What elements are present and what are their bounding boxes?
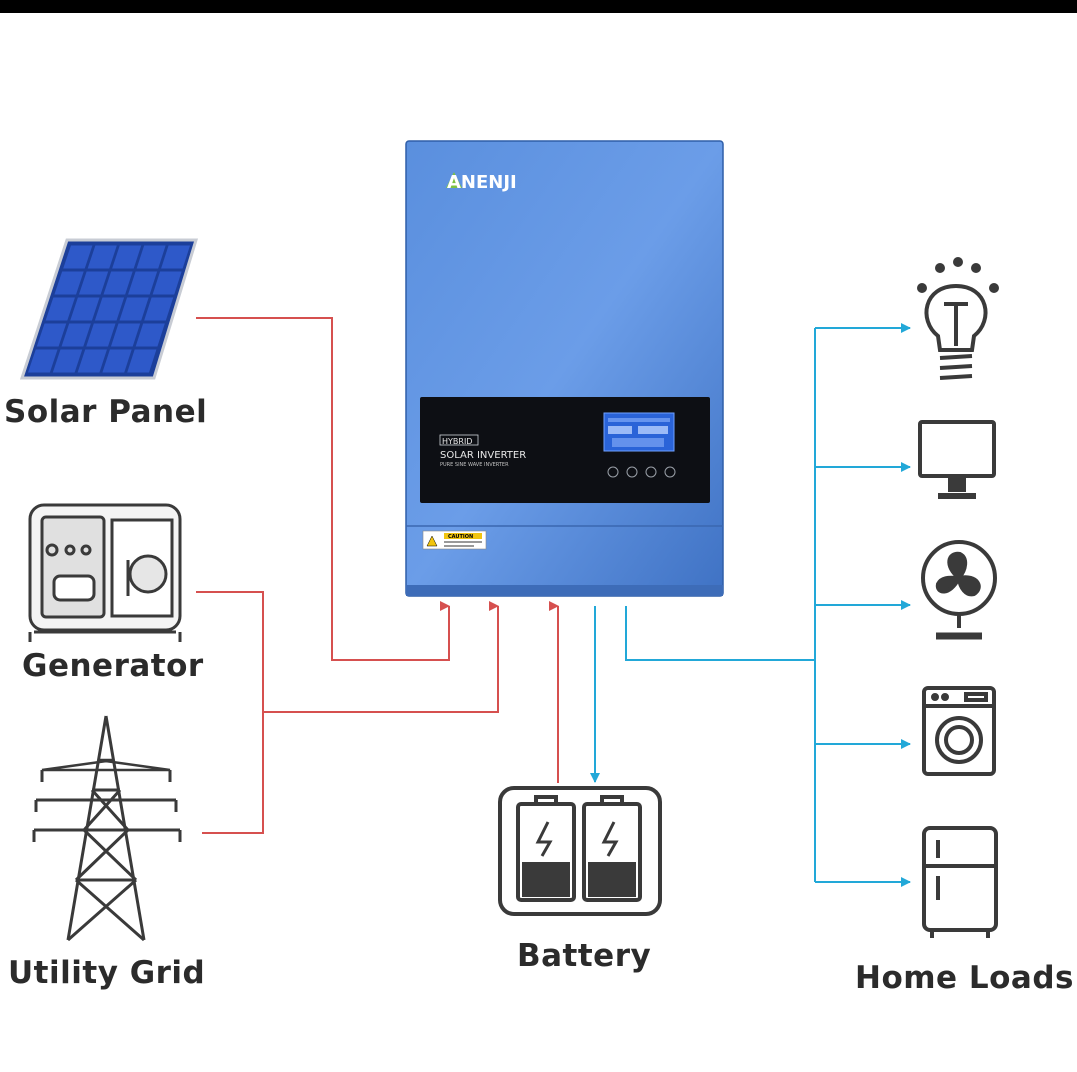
top-bar <box>0 0 1077 13</box>
solar-cell <box>52 349 83 373</box>
battery-label: Battery <box>517 938 652 974</box>
washing-machine-icon <box>922 686 996 776</box>
panel-button-4[interactable] <box>664 466 676 478</box>
solar-cell <box>77 349 107 373</box>
solar-cell <box>119 297 149 321</box>
solar-cell <box>54 271 84 295</box>
solar-cell <box>45 297 75 321</box>
solar-cell <box>136 245 166 269</box>
solar-cell <box>110 323 141 347</box>
solar-cell <box>127 349 157 373</box>
output-lines <box>590 323 911 887</box>
monitor-icon <box>918 420 996 499</box>
solar-cell <box>135 323 165 347</box>
panel-button-3[interactable] <box>645 466 657 478</box>
panel-button-1[interactable] <box>607 466 619 478</box>
caution-text: CAUTION <box>448 534 473 540</box>
battery-icon <box>498 786 662 916</box>
solar-cell <box>78 271 109 295</box>
solar-cell <box>144 297 174 321</box>
panel-buttons <box>607 466 676 478</box>
solar-cell <box>61 323 91 347</box>
solar-cell <box>63 245 93 269</box>
panel-title-solar-inverter: SOLAR INVERTER <box>440 450 526 461</box>
generator-line <box>196 591 264 834</box>
panel-button-2[interactable] <box>626 466 638 478</box>
panel-title-hybrid: HYBRID <box>442 437 472 446</box>
light-bulb-icon <box>917 257 999 380</box>
input-lines <box>196 317 559 834</box>
panel-title-pure-sine: PURE SINE WAVE INVERTER <box>440 462 509 468</box>
transmission-tower-icon <box>32 715 182 942</box>
generator-label: Generator <box>22 648 204 684</box>
solar-panel-label: Solar Panel <box>4 394 208 430</box>
utility-grid-label: Utility Grid <box>8 955 206 991</box>
hybrid-inverter: ANENJI HYBRID SOLAR INVERTER PURE SINE W… <box>405 140 724 597</box>
solar-cell <box>28 349 58 373</box>
solar-cell <box>112 245 142 269</box>
grid-generator-merge-line <box>263 601 499 713</box>
solar-cell <box>87 245 117 269</box>
home-loads-label: Home Loads <box>855 960 1074 996</box>
solar-cell <box>152 271 182 295</box>
solar-cell <box>161 245 191 269</box>
solar-cell <box>86 323 116 347</box>
fan-icon <box>921 540 997 640</box>
solar-cell <box>102 349 132 373</box>
brand-text: ANENJI <box>447 172 517 193</box>
solar-panel-icon <box>19 238 199 380</box>
generator-icon <box>28 503 182 642</box>
refrigerator-icon <box>922 826 998 938</box>
load-trunk-line <box>625 606 815 661</box>
brand-logo: ANENJI <box>446 172 517 193</box>
solar-cell <box>36 323 67 347</box>
solar-cell <box>128 271 158 295</box>
solar-line <box>196 317 450 661</box>
solar-cell <box>103 271 133 295</box>
solar-cell <box>70 297 100 321</box>
solar-cell <box>94 297 125 321</box>
